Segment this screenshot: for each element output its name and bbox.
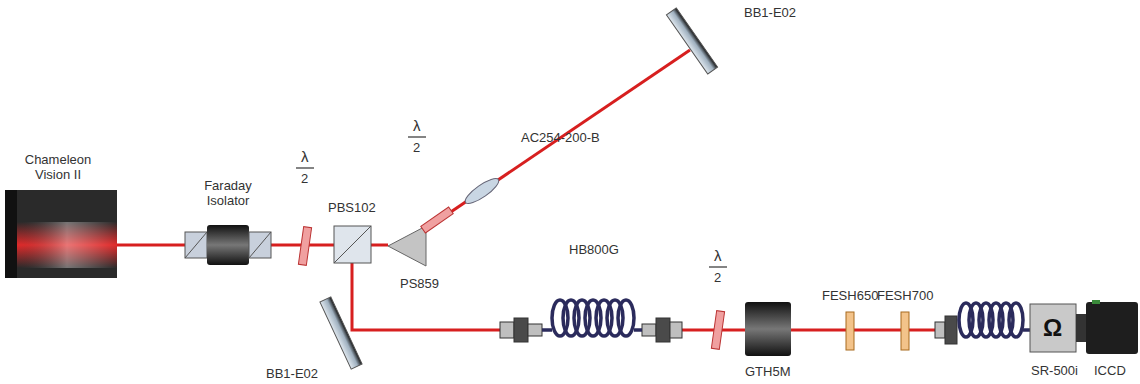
- part-label: ICCD: [1094, 364, 1126, 379]
- isolator-label: Faraday Isolator: [193, 179, 263, 209]
- waveplate-lambda: λ: [714, 247, 722, 264]
- part-label: HB800G: [569, 243, 619, 258]
- waveplate-lambda: λ: [413, 117, 421, 134]
- part-label: GTH5M: [745, 365, 791, 380]
- part-label: FESH700: [877, 289, 933, 304]
- part-label: PBS102: [328, 201, 376, 216]
- part-label: SR-500i: [1031, 364, 1078, 379]
- part-label: FESH650: [822, 289, 878, 304]
- waveplate-lambda: λ: [301, 148, 309, 165]
- spectrometer-symbol: Ω: [1043, 314, 1062, 342]
- part-label: AC254-200-B: [521, 131, 600, 146]
- part-label: BB1-E02: [266, 367, 318, 382]
- waveplate-denominator: 2: [301, 172, 308, 187]
- waveplate-denominator: 2: [413, 141, 420, 156]
- part-label: BB1-E02: [744, 6, 796, 21]
- waveplate-denominator: 2: [714, 271, 721, 286]
- laser-label: Chameleon Vision II: [18, 153, 98, 183]
- part-label: PS859: [400, 277, 439, 292]
